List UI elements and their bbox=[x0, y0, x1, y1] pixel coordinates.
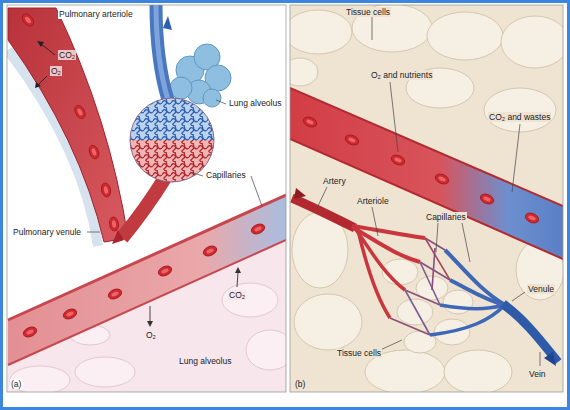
panel-letter: (a) bbox=[10, 379, 22, 389]
panel-border bbox=[290, 5, 563, 392]
exchange-label: CO₂ and wastes bbox=[488, 112, 551, 122]
venous-branches bbox=[430, 250, 558, 362]
capillary-bed bbox=[390, 238, 450, 335]
part-label: Lung alveolus bbox=[228, 98, 282, 108]
tissue-panel bbox=[290, 5, 563, 392]
part-label: Vein bbox=[528, 369, 547, 379]
gas-label: CO₂ bbox=[228, 290, 246, 300]
part-label: Artery bbox=[322, 176, 347, 186]
part-label: Capillaries bbox=[425, 212, 467, 222]
part-label: Venule bbox=[527, 284, 555, 294]
arterial-branches bbox=[292, 198, 425, 318]
gas-label: O₂ bbox=[50, 66, 62, 76]
leader-lines bbox=[318, 16, 540, 366]
part-label: Capillaries bbox=[205, 170, 247, 180]
gas-label: CO₂ bbox=[58, 50, 76, 60]
lung-panel bbox=[7, 5, 286, 392]
gas-label: O₂ bbox=[145, 330, 157, 340]
red-blood-cells bbox=[302, 115, 540, 225]
tissue-cells bbox=[290, 5, 563, 392]
leader-lines bbox=[87, 100, 262, 232]
part-label: Tissue cells bbox=[336, 348, 382, 358]
part-label: Pulmonary venule bbox=[12, 227, 82, 237]
panel-border bbox=[7, 5, 286, 392]
part-label: Arteriole bbox=[356, 196, 390, 206]
exchange-label: O₂ and nutrients bbox=[370, 70, 433, 80]
part-label: Lung alveolus bbox=[178, 356, 232, 366]
red-blood-cells bbox=[22, 222, 266, 339]
alveolus bbox=[170, 44, 231, 107]
panel-letter: (b) bbox=[294, 379, 306, 389]
red-blood-cells bbox=[20, 12, 119, 232]
part-label: Pulmonary arteriole bbox=[58, 9, 134, 19]
part-label: Tissue cells bbox=[345, 7, 391, 17]
